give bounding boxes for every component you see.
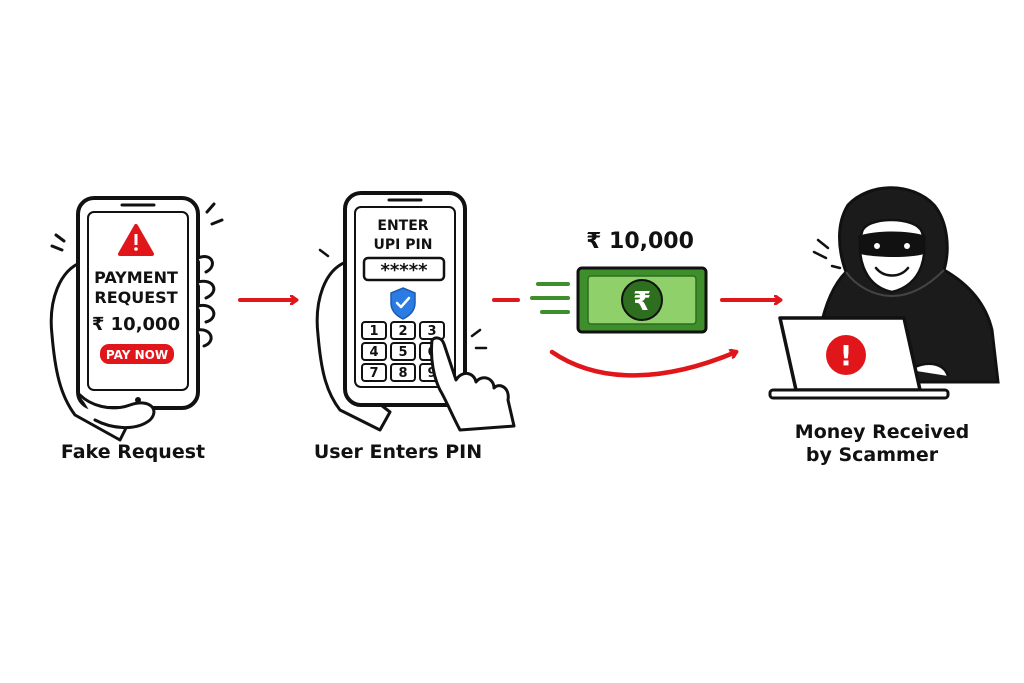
pay-now-button[interactable]	[100, 344, 174, 364]
thumb	[78, 393, 156, 429]
keypad-key-label: 7	[369, 366, 378, 381]
pointing-hand	[430, 336, 516, 432]
eye-mask	[858, 231, 926, 257]
curved-arrow-pin-to-scammer	[549, 352, 736, 378]
laptop-alert-icon: !	[826, 335, 866, 375]
user-enters-pin-label: User Enters PIN	[314, 441, 482, 463]
keypad: 123456789	[361, 321, 445, 382]
fake-request-label: Fake Request	[61, 441, 205, 463]
fake-request-phone: PAYMENT REQUEST ₹ 10,000 PAY NOW Fake Re…	[49, 196, 224, 463]
enter-pin-phone: ENTER UPI PIN ***** 123456789 User Enter…	[314, 191, 516, 463]
speed-lines	[530, 282, 570, 314]
pin-input[interactable]	[362, 256, 446, 282]
keypad-key-label: 8	[398, 366, 407, 381]
money-received-label-line2: by Scammer	[806, 444, 939, 466]
keypad-key-7[interactable]	[361, 363, 387, 382]
warning-triangle-icon	[118, 224, 154, 256]
keypad-key-2[interactable]	[390, 321, 416, 340]
right-fingers	[196, 255, 216, 348]
laptop-alert-mark: !	[840, 339, 853, 372]
laptop: !	[768, 316, 950, 400]
note-symbol: ₹	[633, 287, 651, 317]
keypad-key-4[interactable]	[361, 342, 387, 361]
keypad-key-label: 9	[427, 366, 436, 381]
keypad-key-label: 2	[398, 324, 407, 339]
request-title-line1: PAYMENT	[94, 268, 178, 287]
transfer-amount: ₹ 10,000	[586, 229, 694, 254]
alert-sparks	[50, 202, 224, 252]
keypad-key-8[interactable]	[390, 363, 416, 382]
keypad-key-label: 4	[369, 345, 378, 360]
alert-sparks	[812, 238, 842, 270]
grin	[874, 266, 910, 277]
money-received-label-line1: Money Received	[795, 421, 969, 443]
keypad-key-1[interactable]	[361, 321, 387, 340]
pay-now-label: PAY NOW	[106, 348, 168, 362]
keypad-key-label: 5	[398, 345, 407, 360]
scammer: ! Money Received by Scammer	[768, 186, 1000, 466]
keypad-key-label: 3	[427, 324, 436, 339]
shield-check-icon	[390, 287, 416, 320]
keypad-key-5[interactable]	[390, 342, 416, 361]
pin-title-line2: UPI PIN	[374, 237, 433, 253]
pin-mask: *****	[380, 260, 428, 281]
pin-title-line1: ENTER	[377, 218, 428, 234]
keypad-key-label: 1	[369, 324, 378, 339]
request-title-line2: REQUEST	[94, 288, 177, 307]
transfer-note: ₹ 10,000 ₹	[576, 229, 708, 334]
request-amount: ₹ 10,000	[92, 314, 180, 335]
eye-left	[874, 243, 880, 249]
banknote-icon: ₹	[576, 266, 708, 334]
touch-sparks	[318, 248, 488, 350]
eye-right	[904, 243, 910, 249]
